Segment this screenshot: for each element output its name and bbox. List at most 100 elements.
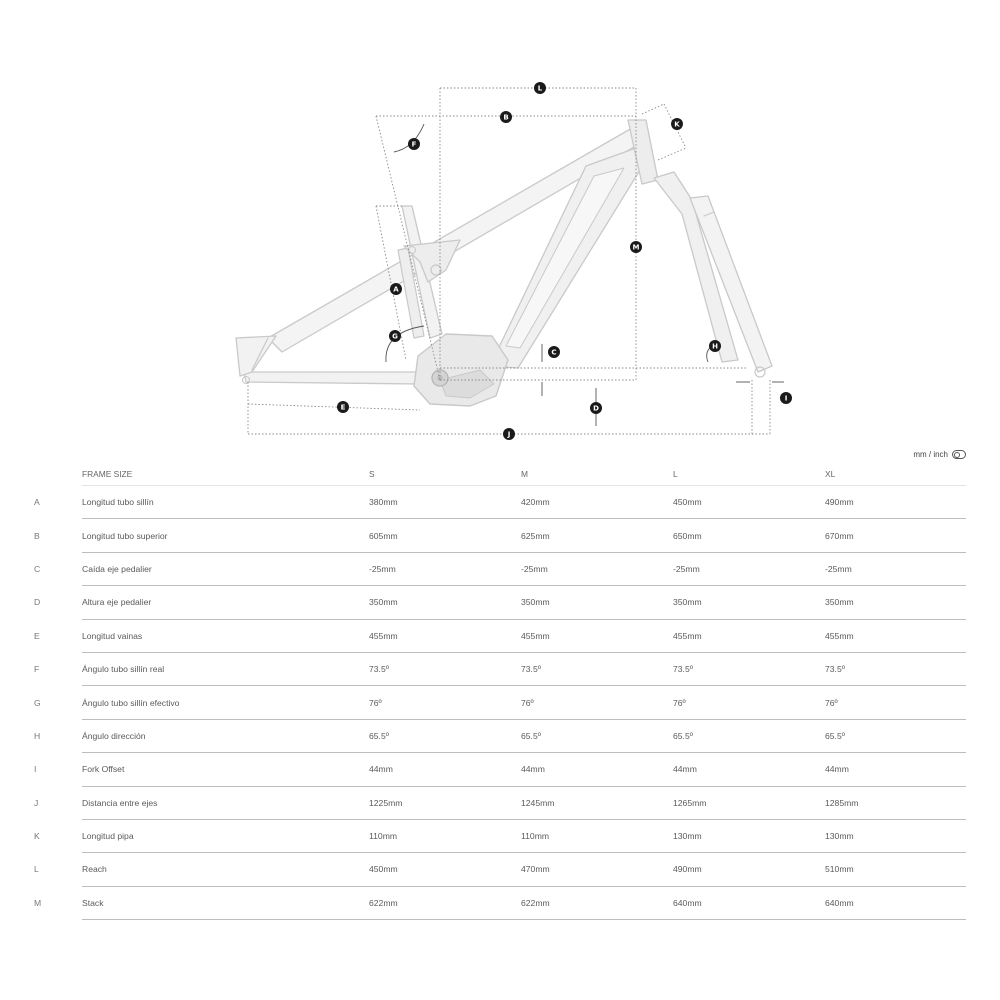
marker-a: A (390, 283, 402, 295)
row-letter: M (34, 897, 42, 908)
cell-l: 73.5º (673, 652, 825, 687)
table-row: C Caída eje pedalier -25mm -25mm -25mm -… (34, 552, 966, 587)
table-row: G Ángulo tubo sillín efectivo 76º 76º 76… (34, 685, 966, 720)
cell-s: 76º (369, 685, 521, 720)
cell-s: 605mm (369, 518, 521, 553)
table-row: I Fork Offset 44mm 44mm 44mm 44mm (34, 752, 966, 787)
header-letter-cell (34, 463, 82, 486)
dimension-markers: L B K F M A G H C I E D J (337, 82, 792, 440)
cell-m: 420mm (521, 485, 673, 520)
cell-xl: 670mm (825, 518, 966, 553)
cell-xl: 350mm (825, 585, 966, 620)
table-row: D Altura eje pedalier 350mm 350mm 350mm … (34, 585, 966, 620)
cell-l: 130mm (673, 819, 825, 854)
row-letter: C (34, 563, 41, 574)
cell-m: 44mm (521, 752, 673, 787)
cell-m: -25mm (521, 552, 673, 587)
cell-xl: 76º (825, 685, 966, 720)
svg-text:I: I (785, 395, 788, 403)
marker-d: D (590, 402, 602, 414)
cell-s: 622mm (369, 886, 521, 921)
row-letter: G (34, 697, 41, 708)
table-row: F Ángulo tubo sillín real 73.5º 73.5º 73… (34, 652, 966, 687)
svg-text:M: M (633, 244, 640, 252)
cell-m: 110mm (521, 819, 673, 854)
svg-text:L: L (538, 85, 543, 93)
cell-l: 65.5º (673, 719, 825, 754)
table-row: H Ángulo dirección 65.5º 65.5º 65.5º 65.… (34, 719, 966, 754)
row-name: Distancia entre ejes (82, 786, 369, 820)
cell-m: 455mm (521, 619, 673, 653)
cell-m: 73.5º (521, 652, 673, 687)
row-name: Longitud pipa (82, 819, 369, 854)
marker-m: M (630, 241, 642, 253)
cell-l: 640mm (673, 886, 825, 921)
cell-xl: 73.5º (825, 652, 966, 687)
cell-s: 455mm (369, 619, 521, 653)
row-name: Caída eje pedalier (82, 552, 369, 587)
svg-text:B: B (503, 114, 508, 122)
table-row: A Longitud tubo sillín 380mm 420mm 450mm… (34, 485, 966, 520)
cell-s: 380mm (369, 485, 521, 520)
cell-l: 650mm (673, 518, 825, 553)
table-row: K Longitud pipa 110mm 110mm 130mm 130mm (34, 819, 966, 854)
unit-toggle-label: mm / inch (913, 450, 948, 459)
cell-s: 110mm (369, 819, 521, 854)
cell-xl: 455mm (825, 619, 966, 653)
cell-m: 625mm (521, 518, 673, 553)
cell-xl: 44mm (825, 752, 966, 787)
svg-text:A: A (393, 286, 399, 294)
cell-m: 65.5º (521, 719, 673, 754)
cell-l: -25mm (673, 552, 825, 587)
svg-text:K: K (674, 121, 680, 129)
cell-xl: 130mm (825, 819, 966, 854)
marker-f: F (408, 138, 420, 150)
table-row: M Stack 622mm 622mm 640mm 640mm (34, 886, 966, 921)
header-size-m: M (521, 463, 673, 486)
marker-g: G (389, 330, 401, 342)
cell-xl: -25mm (825, 552, 966, 587)
header-size-s: S (369, 463, 521, 486)
cell-l: 350mm (673, 585, 825, 620)
marker-h: H (709, 340, 721, 352)
row-name: Longitud tubo sillín (82, 485, 369, 520)
row-letter: F (34, 664, 40, 675)
cell-m: 470mm (521, 852, 673, 887)
row-name: Ángulo tubo sillín real (82, 652, 369, 687)
svg-text:E: E (341, 404, 346, 412)
row-letter: A (34, 497, 40, 508)
cell-xl: 490mm (825, 485, 966, 520)
cell-l: 76º (673, 685, 825, 720)
cell-s: -25mm (369, 552, 521, 587)
cell-l: 450mm (673, 485, 825, 520)
row-name: Stack (82, 886, 369, 921)
marker-k: K (671, 118, 683, 130)
row-letter: K (34, 831, 40, 842)
header-size-xl: XL (825, 463, 966, 486)
row-letter: B (34, 530, 40, 541)
row-name: Longitud tubo superior (82, 518, 369, 553)
cell-m: 76º (521, 685, 673, 720)
row-name: Longitud vainas (82, 619, 369, 653)
unit-toggle[interactable]: mm / inch (913, 450, 966, 459)
cell-l: 44mm (673, 752, 825, 787)
table-row: E Longitud vainas 455mm 455mm 455mm 455m… (34, 619, 966, 653)
cell-xl: 1285mm (825, 786, 966, 820)
header-frame-size: FRAME SIZE (82, 463, 369, 486)
row-letter: E (34, 630, 40, 641)
row-name: Ángulo tubo sillín efectivo (82, 685, 369, 720)
row-name: Ángulo dirección (82, 719, 369, 754)
row-name: Reach (82, 852, 369, 887)
row-name: Fork Offset (82, 752, 369, 787)
marker-b: B (500, 111, 512, 123)
marker-j: J (503, 428, 515, 440)
table-row: L Reach 450mm 470mm 490mm 510mm (34, 852, 966, 887)
svg-text:D: D (593, 405, 599, 413)
cell-s: 65.5º (369, 719, 521, 754)
table-row: J Distancia entre ejes 1225mm 1245mm 126… (34, 786, 966, 820)
row-name: Altura eje pedalier (82, 585, 369, 620)
frame-drawing (235, 119, 773, 407)
row-letter: I (34, 764, 37, 775)
marker-l: L (534, 82, 546, 94)
toggle-switch-icon[interactable] (952, 450, 966, 459)
